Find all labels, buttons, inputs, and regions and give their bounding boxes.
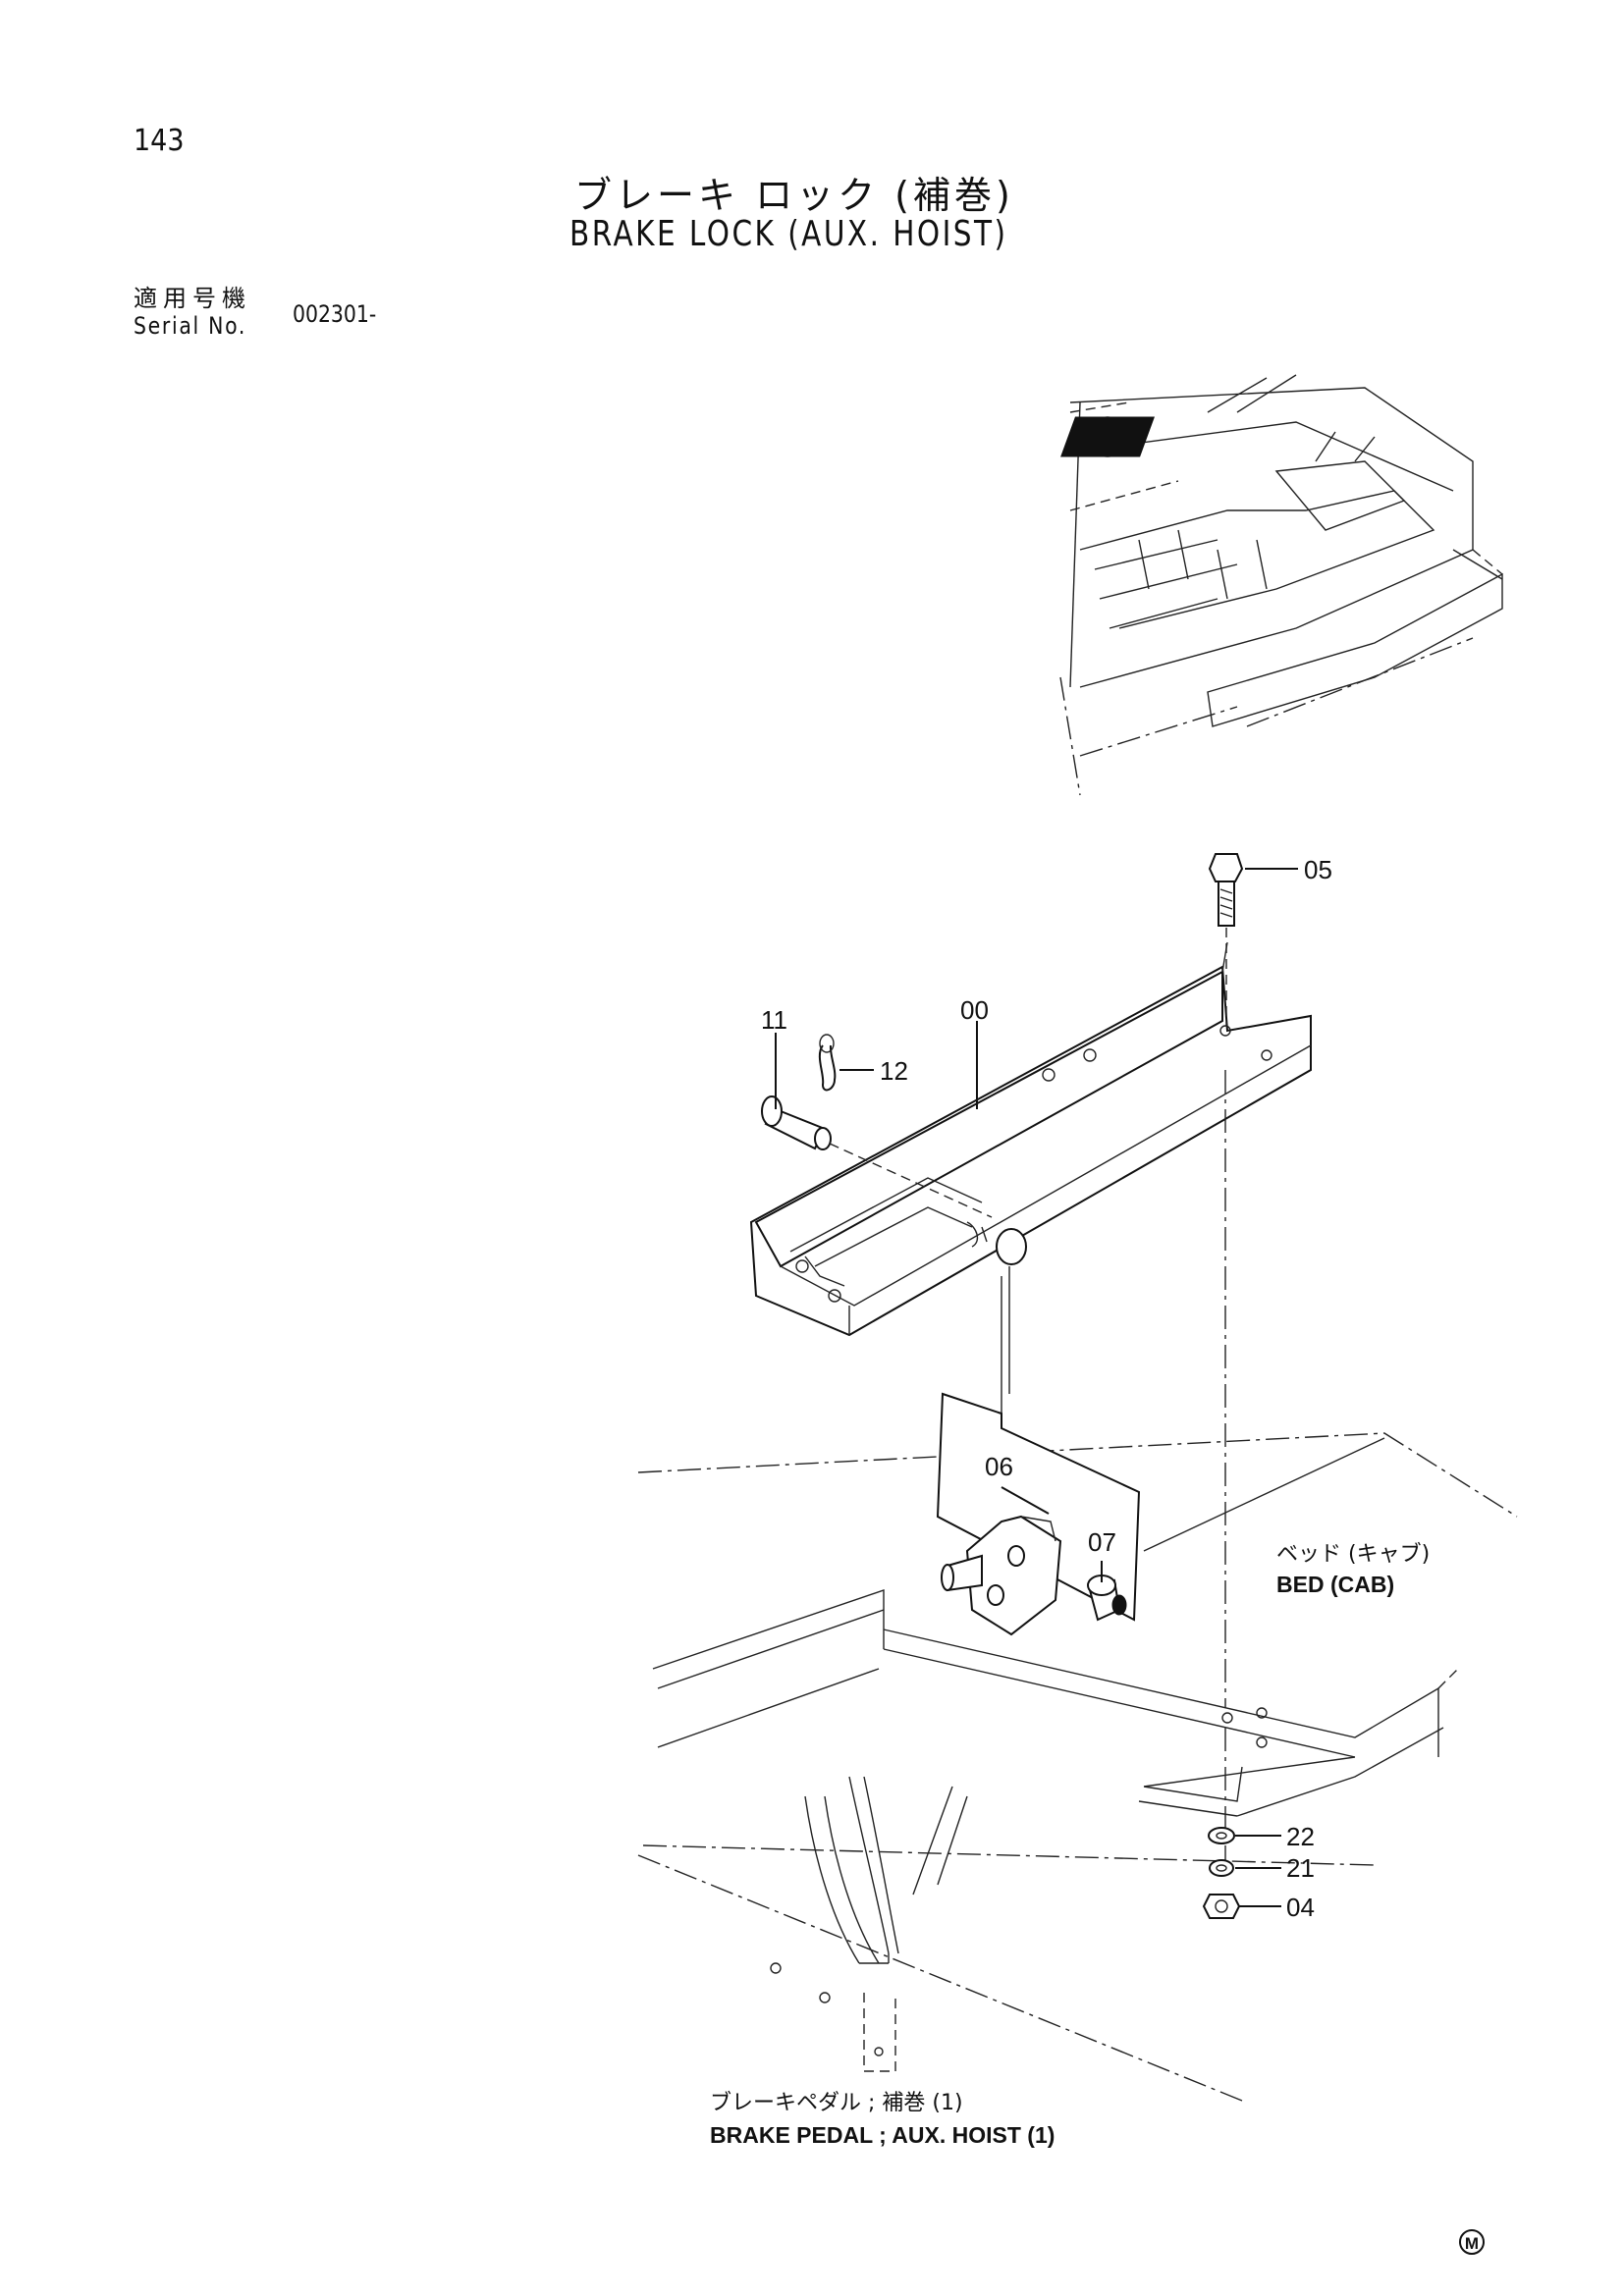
corner-circled-mark: M	[1459, 2229, 1485, 2255]
pin-11-and-cotter-12	[761, 1034, 993, 1218]
serial-number-value: 002301-	[293, 300, 377, 328]
corner-mark-letter: M	[1465, 2234, 1479, 2253]
callout-21: 21	[1286, 1853, 1315, 1883]
bolt-05	[1208, 853, 1244, 1026]
callout-05: 05	[1304, 855, 1332, 884]
callout-04: 04	[1286, 1893, 1315, 1922]
bed-label-english: BED (CAB)	[1276, 1572, 1394, 1597]
callout-06: 06	[985, 1452, 1013, 1481]
plate-06-and-collar-07	[936, 1392, 1141, 1636]
leader-lines	[775, 868, 1298, 1907]
page-title-english: BRAKE LOCK (AUX. HOIST)	[569, 214, 1008, 254]
pedal-label-japanese: ブレーキペダル ; 補巻 (1)	[710, 2091, 963, 2115]
bed-label-japanese: ベッド (キャブ)	[1276, 1542, 1430, 1567]
bracket-guide-lines	[1001, 1266, 1010, 1414]
brake-lock-bracket-00	[749, 941, 1312, 1337]
pedal-label-english: BRAKE PEDAL ; AUX. HOIST (1)	[710, 2122, 1055, 2148]
callout-00: 00	[960, 995, 989, 1025]
page-number: 143	[134, 124, 185, 158]
brake-pedal-outline	[770, 1776, 968, 2072]
serial-label-japanese: 適用号機	[134, 285, 251, 312]
callout-11: 11	[761, 1005, 787, 1035]
bed-floor-plate	[637, 1432, 1518, 2102]
callout-22: 22	[1286, 1822, 1315, 1851]
machine-overview-sketch	[1059, 374, 1503, 796]
callout-07: 07	[1088, 1527, 1116, 1557]
page-title-japanese: ブレーキ ロック (補巻)	[574, 174, 1014, 217]
serial-label-english: Serial No.	[134, 312, 247, 340]
callout-12: 12	[880, 1056, 908, 1086]
washers-and-nut	[1202, 1827, 1241, 1919]
